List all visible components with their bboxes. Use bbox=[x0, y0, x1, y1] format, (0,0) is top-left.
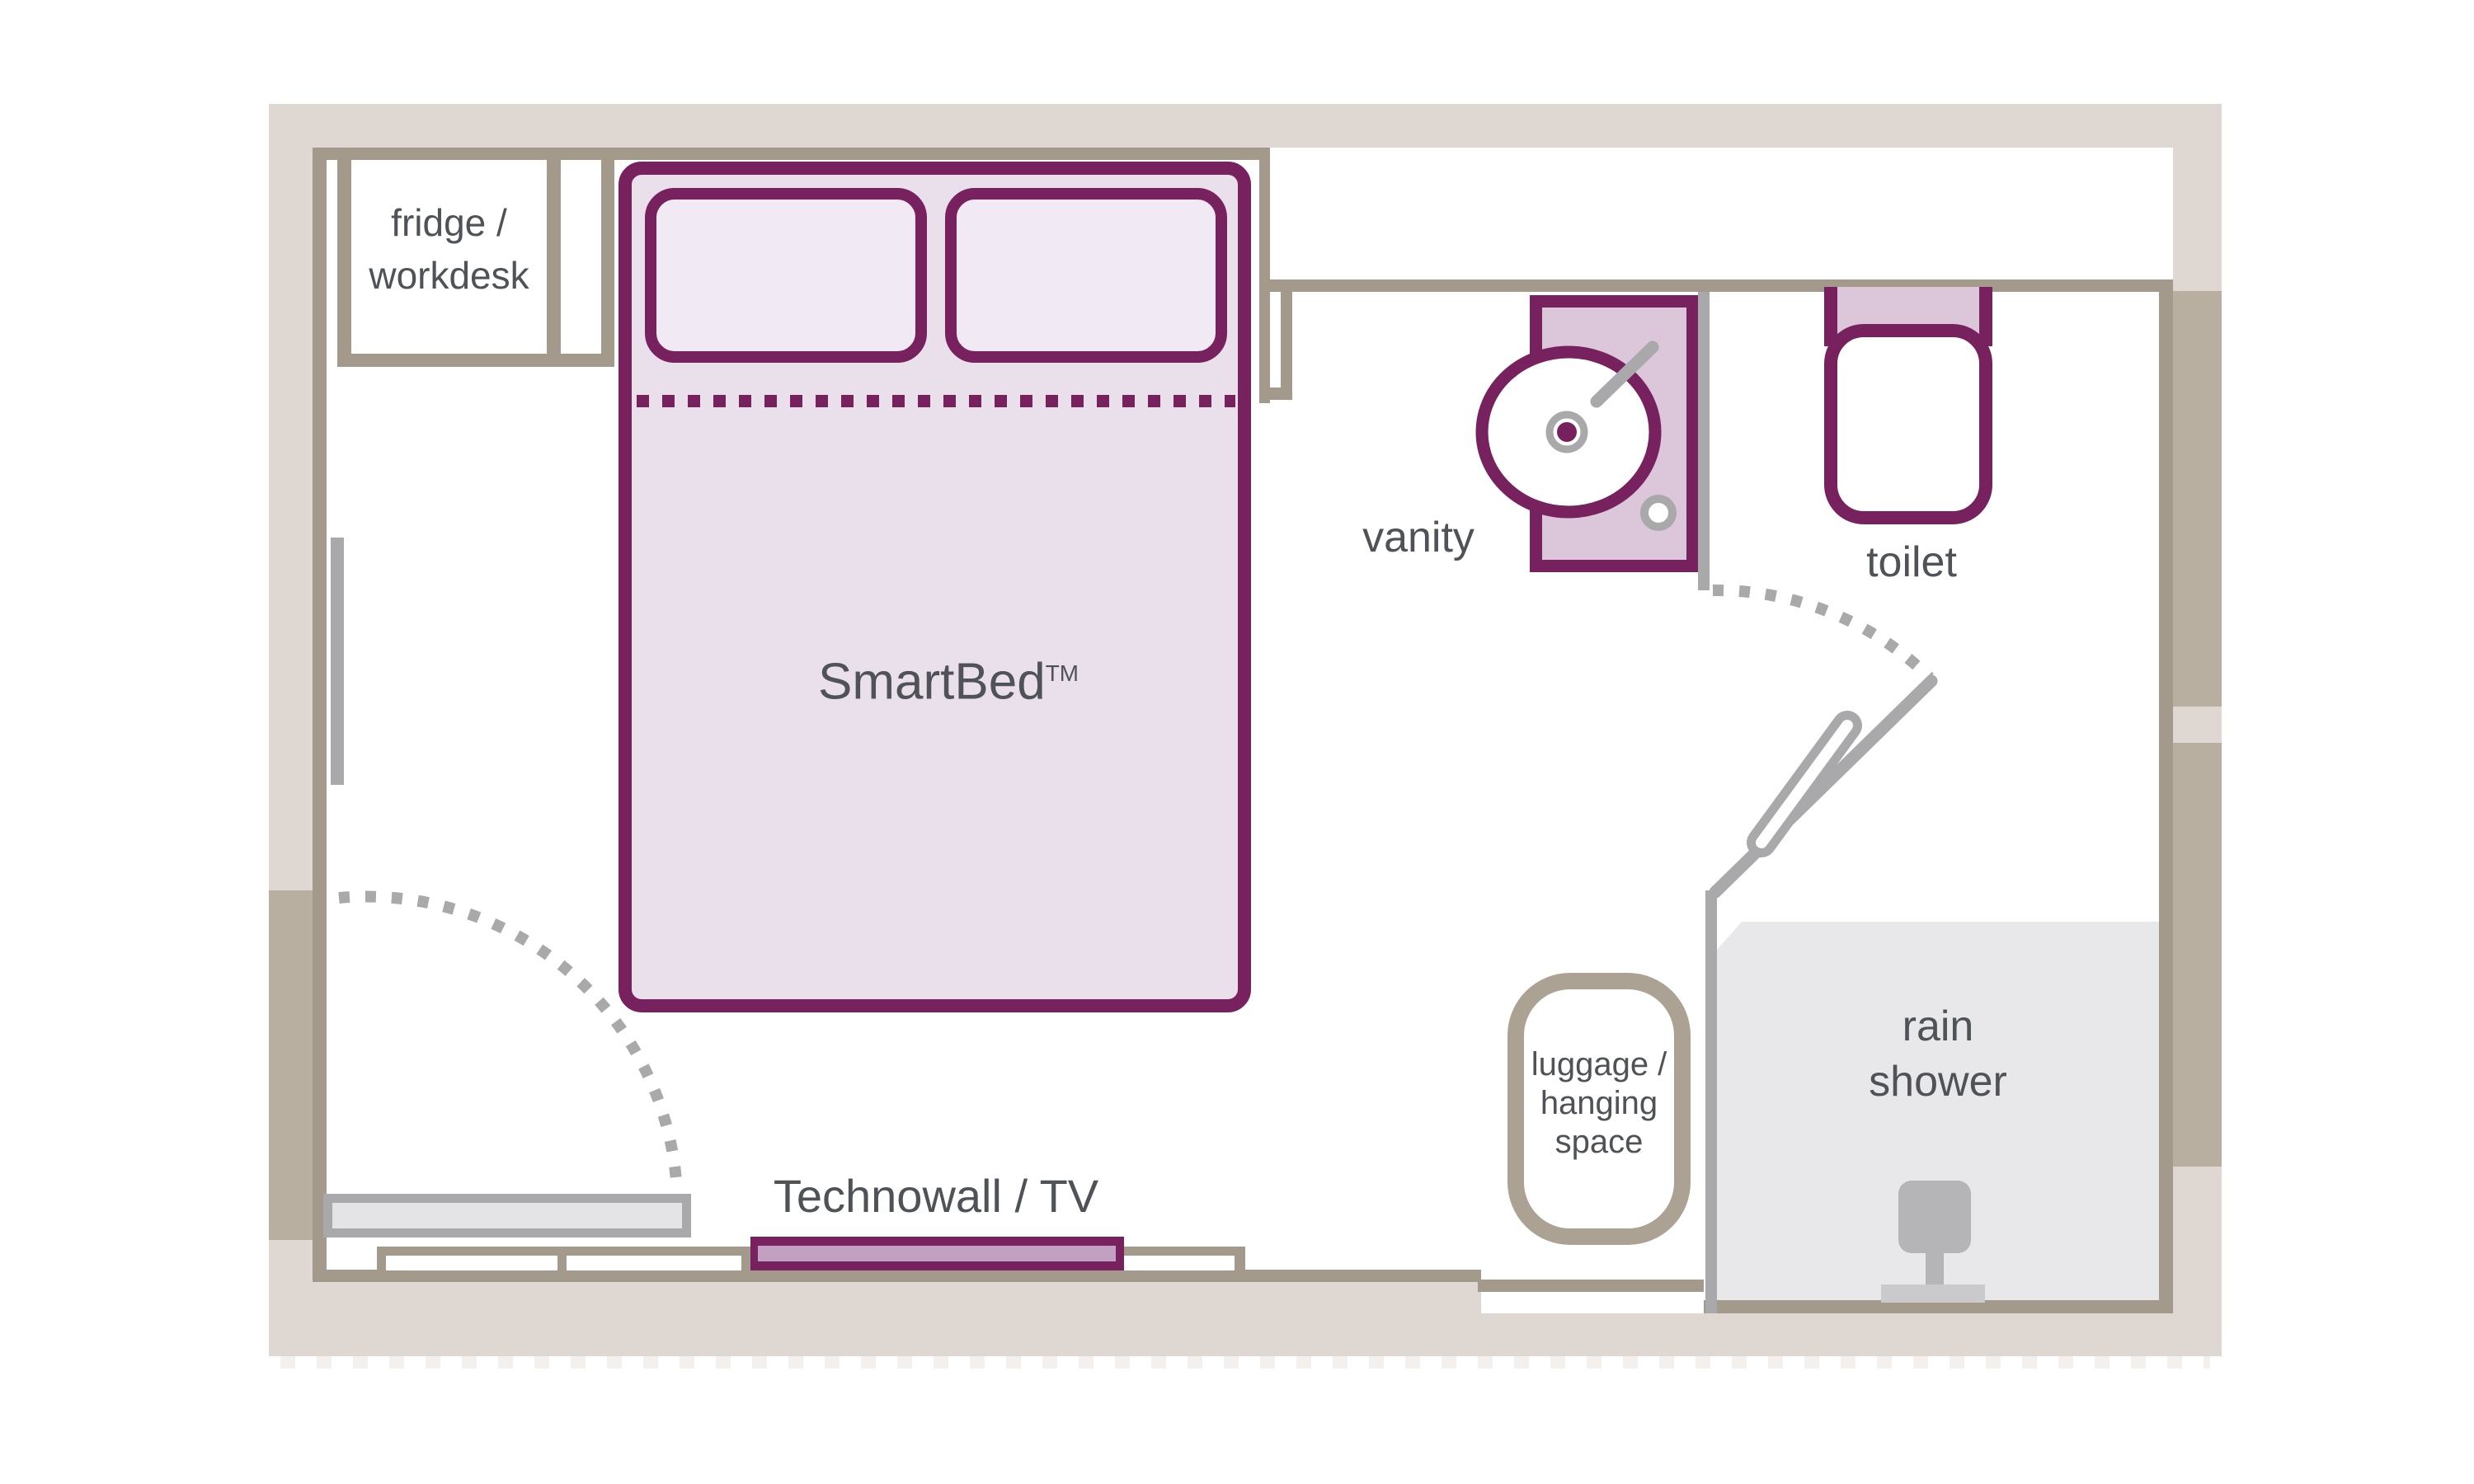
shower-head-icon bbox=[1898, 1181, 1971, 1253]
shower-base-icon bbox=[1881, 1284, 1985, 1303]
rain-shower-label-line2: shower bbox=[1869, 1058, 2007, 1106]
sink-drain-dot bbox=[1557, 422, 1577, 442]
wall-luggage-niche-line bbox=[1478, 1280, 1704, 1292]
fridge-workdesk-cell bbox=[351, 160, 547, 354]
wall-shower-bottom-line bbox=[1704, 1300, 2173, 1313]
technowall-label: Technowall / TV bbox=[773, 1170, 1099, 1222]
ledge-cell-3 bbox=[1124, 1256, 1235, 1270]
toilet-label: toilet bbox=[1866, 538, 1957, 586]
wall-divider-vertical bbox=[1259, 160, 1270, 403]
wall-right-line bbox=[2159, 279, 2173, 1313]
smartbed-label-name: SmartBed bbox=[818, 653, 1046, 711]
pillow-right bbox=[945, 188, 1227, 363]
luggage-label: luggage / hanging space bbox=[1517, 1045, 1681, 1162]
bed-fold-line bbox=[637, 395, 1235, 407]
cabinet-narrow-cell bbox=[561, 160, 601, 354]
wall-band-bottom bbox=[269, 1313, 2222, 1356]
vanity-partition-line bbox=[1698, 292, 1710, 590]
wall-band-bottom-left-fill bbox=[313, 1281, 1481, 1313]
left-wall-rail bbox=[331, 538, 344, 785]
vanity-knob-icon bbox=[1640, 495, 1677, 531]
wall-left-line bbox=[313, 148, 327, 1281]
rain-shower-label-line1: rain bbox=[1902, 1003, 1974, 1050]
entry-door-swing-arc bbox=[338, 890, 683, 1193]
wall-niche-vertical bbox=[1281, 290, 1292, 397]
pillow-left bbox=[645, 188, 927, 363]
right-wall-upper-section bbox=[2173, 291, 2222, 707]
bathroom-door-leaf-line bbox=[1709, 674, 1938, 899]
entry-doorway-wall-section bbox=[269, 890, 313, 1240]
bottom-edge-texture bbox=[280, 1356, 2210, 1369]
luggage-hanging-space bbox=[1507, 973, 1691, 1245]
fridge-label-line1: fridge / bbox=[391, 201, 507, 244]
vanity-label: vanity bbox=[1362, 514, 1475, 561]
smartbed-label-tm: TM bbox=[1045, 660, 1079, 686]
luggage-label-line2: hanging bbox=[1540, 1085, 1658, 1121]
smartbed-label: SmartBedTM bbox=[742, 645, 1155, 711]
wall-band-top bbox=[269, 104, 2222, 148]
bathroom-door-swing-arc bbox=[1712, 584, 1934, 682]
luggage-label-line3: space bbox=[1554, 1124, 1644, 1160]
shower-boundary-line bbox=[1705, 890, 1717, 1313]
technowall-tv-screen bbox=[758, 1246, 1116, 1261]
luggage-label-line1: luggage / bbox=[1531, 1046, 1667, 1082]
ledge-cell-1 bbox=[386, 1256, 557, 1270]
faucet-icon bbox=[1590, 340, 1659, 408]
entry-door-leaf bbox=[323, 1194, 691, 1237]
fridge-workdesk-label: fridge / workdesk bbox=[351, 196, 547, 302]
bathroom-door-handle-core bbox=[1756, 720, 1853, 848]
ledge-cell-2 bbox=[567, 1256, 741, 1270]
right-wall-lower-section bbox=[2173, 743, 2222, 1167]
fridge-label-line2: workdesk bbox=[369, 254, 529, 297]
rain-shower-label: rain shower bbox=[1814, 999, 2062, 1110]
toilet-seat bbox=[1824, 324, 1992, 524]
shower-stem-icon bbox=[1926, 1253, 1944, 1284]
